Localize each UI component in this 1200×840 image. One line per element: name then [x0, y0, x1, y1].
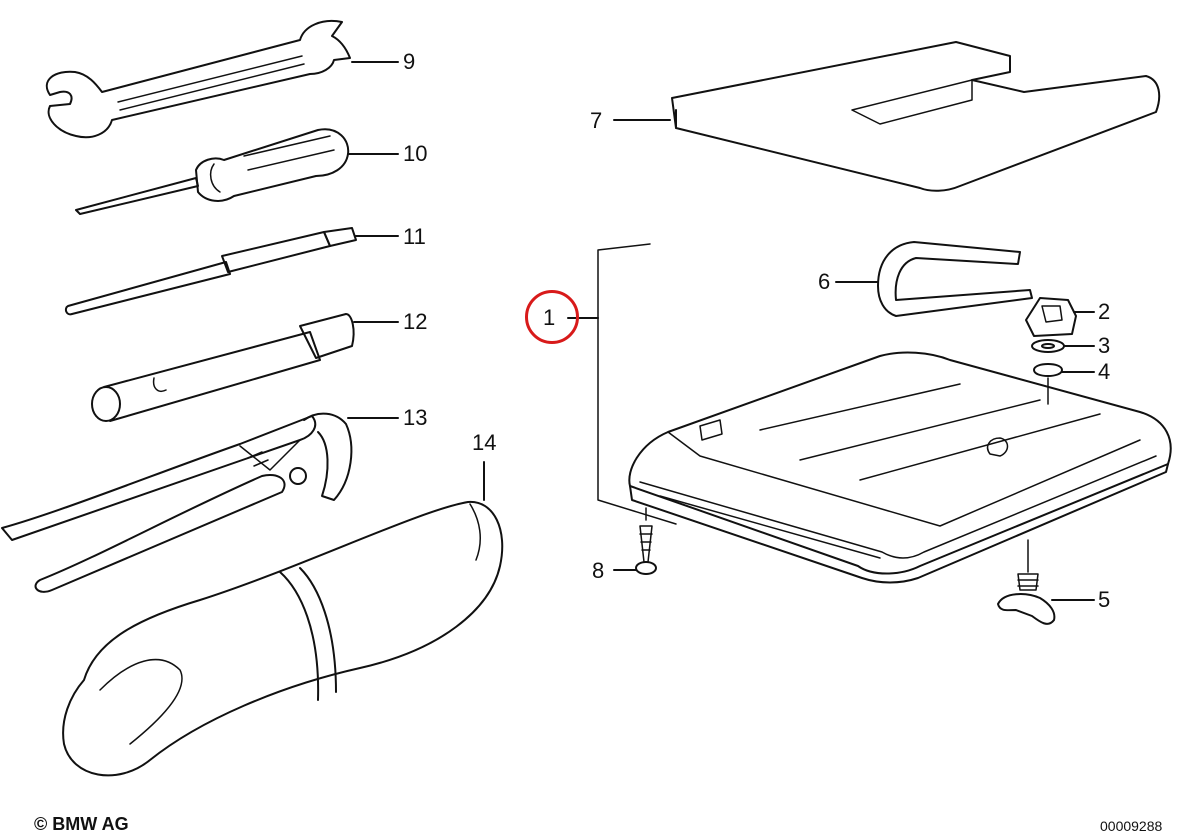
callout-11: 11: [403, 224, 426, 249]
wing-nut: [1026, 298, 1094, 336]
callout-12: 12: [403, 309, 428, 334]
tool-tray: [568, 244, 1171, 583]
callout-2: 2: [1098, 299, 1111, 324]
callout-7: 7: [590, 108, 603, 133]
washer: [1032, 340, 1094, 352]
rod-tool: [66, 228, 398, 314]
callout-10: 10: [403, 141, 428, 166]
document-number: 00009288: [1100, 818, 1163, 834]
pliers: [2, 414, 398, 592]
screw: [614, 508, 656, 574]
spring-washer: [1034, 364, 1094, 404]
callout-9: 9: [403, 49, 416, 74]
wing-bolt: [998, 540, 1094, 624]
callout-5: 5: [1098, 587, 1111, 612]
callout-3: 3: [1098, 333, 1111, 358]
copyright-notice: © BMW AG: [34, 814, 129, 834]
socket-wrench: [92, 314, 398, 421]
callout-14: 14: [472, 430, 497, 455]
highlight-circle: [525, 290, 579, 344]
tool-pouch: [63, 462, 502, 775]
retaining-strap: [836, 242, 1032, 316]
callout-8: 8: [592, 558, 605, 583]
open-end-wrench: [47, 21, 398, 137]
callout-13: 13: [403, 405, 428, 430]
foam-pad: [614, 42, 1159, 191]
callout-4: 4: [1098, 359, 1111, 384]
callout-6: 6: [818, 269, 831, 294]
screwdriver: [76, 129, 398, 214]
callout-1: 1: [543, 305, 556, 330]
